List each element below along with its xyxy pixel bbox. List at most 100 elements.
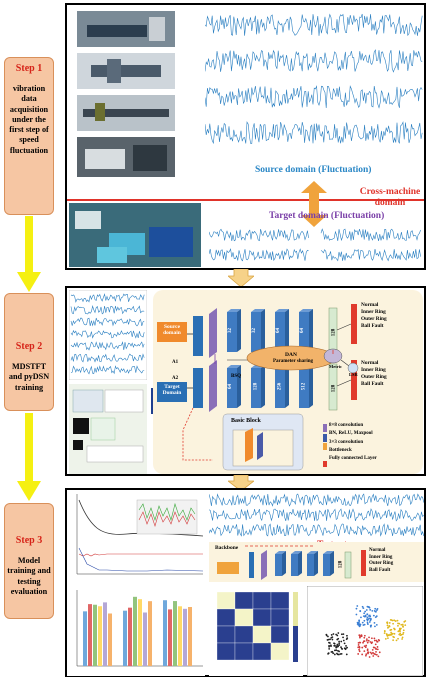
residual-block (227, 309, 241, 352)
tsne-point (359, 641, 362, 644)
cross-machine-label: Cross-machine domain (359, 187, 421, 208)
tsne-point (338, 644, 341, 646)
input-signal-trace (70, 317, 145, 327)
tsne-point (362, 641, 364, 644)
tsne-point (383, 630, 386, 632)
tsne-point (338, 653, 340, 656)
class-inner-ring: Inner Ring (361, 367, 386, 374)
fc-layer-target (328, 363, 338, 411)
tsne-point (362, 615, 365, 618)
class-ball-fault: Ball Fault (361, 381, 384, 388)
block-channel-label: 64 (228, 384, 233, 389)
tsne-plot (307, 586, 423, 676)
step-2-description: MDSTFT and pyDSN training (8, 362, 50, 392)
tsne-point (401, 636, 404, 639)
test-signal-trace (209, 508, 424, 522)
tsne-point (355, 613, 358, 616)
step1-to-step2-arrow (17, 216, 41, 292)
block-channel-label: 512 (301, 382, 307, 391)
tsne-point (363, 636, 366, 639)
input-signal-trace (70, 293, 145, 303)
accuracy-bar (133, 596, 137, 666)
output-bar-target (351, 360, 357, 400)
accuracy-bar (183, 608, 187, 666)
tsne-point (345, 645, 347, 647)
test-residual-block (275, 551, 286, 576)
tsne-point (378, 651, 381, 654)
tsne-point (363, 612, 366, 615)
source-classes: Normal Inner Ring Outer Ring Ball Fault (361, 302, 387, 331)
target-signal-trace (209, 228, 309, 242)
tsne-point (364, 646, 367, 649)
dan-subtitle: Parameter sharing (272, 359, 314, 364)
tsne-point (342, 633, 345, 636)
basic-block-title: Basic Block (231, 418, 261, 424)
step-1-title: Step 1 (15, 63, 43, 74)
input-signal-trace (70, 365, 145, 375)
tsne-point (363, 645, 366, 648)
tsne-point (388, 624, 391, 627)
tsne-point (399, 628, 402, 631)
mdstft-block-source (193, 316, 203, 356)
tsne-point (390, 631, 393, 634)
tsne-point (359, 636, 361, 639)
tsne-point (373, 646, 376, 649)
accuracy-bar (98, 606, 102, 666)
class-outer-ring: Outer Ring (361, 316, 387, 323)
test-fc-label: 128 (338, 560, 344, 569)
backbone-label: Backbone (215, 545, 239, 551)
accuracy-bar (123, 610, 127, 666)
tsne-point (397, 624, 399, 627)
tsne-point (335, 649, 338, 652)
tsne-point (338, 650, 340, 653)
tsne-point (388, 634, 390, 637)
tsne-point (337, 632, 340, 634)
target-domain-label: Target domain (Fluctuation) (269, 211, 385, 221)
test-signal-trace (209, 523, 424, 537)
tsne-point (363, 634, 366, 637)
tsne-point (375, 648, 378, 651)
accuracy-bar (143, 612, 147, 666)
legend-fc: Fully connected Layer (329, 456, 377, 461)
tsne-point (373, 652, 376, 655)
tsne-point (374, 643, 377, 646)
panel2-to-panel3-arrow (228, 475, 254, 491)
tsne-point (366, 621, 369, 624)
tsne-point (366, 613, 369, 616)
tsne-point (369, 625, 372, 628)
class-outer-ring: Outer Ring (369, 561, 394, 566)
tsne-point (368, 621, 371, 623)
block-channel-label: 64 (300, 328, 305, 333)
residual-block (251, 365, 265, 408)
tsne-point (329, 642, 331, 644)
target-rig-photo (69, 203, 201, 267)
tsne-point (401, 638, 403, 640)
confusion-cell (270, 625, 290, 644)
accuracy-bar (88, 604, 92, 666)
input-signal-trace (70, 341, 145, 351)
tsne-point (368, 656, 371, 658)
test-residual-block (307, 551, 318, 576)
tsne-point (390, 633, 393, 636)
tsne-point (364, 610, 367, 613)
dan-title: DAN (285, 352, 297, 358)
tsne-point (330, 644, 332, 647)
lsr-label: LSR (349, 372, 358, 377)
tsne-point (370, 652, 373, 655)
tsne-point (363, 623, 366, 626)
fc-source-label: 128 (331, 328, 337, 337)
tsne-point (392, 622, 394, 625)
class-ball-fault: Ball Fault (361, 323, 384, 330)
tsne-point (393, 619, 396, 622)
tsne-point (373, 622, 376, 624)
test-residual-block (291, 551, 302, 576)
conv8-block-source (209, 308, 217, 358)
accuracy-bar-chart (67, 586, 205, 676)
tsne-point (336, 644, 339, 646)
accuracy-bar (148, 601, 152, 666)
tsne-point (375, 653, 378, 656)
legend-bottleneck: Bottleneck (329, 447, 352, 453)
confusion-cell (252, 625, 272, 644)
tsne-point (336, 652, 338, 655)
